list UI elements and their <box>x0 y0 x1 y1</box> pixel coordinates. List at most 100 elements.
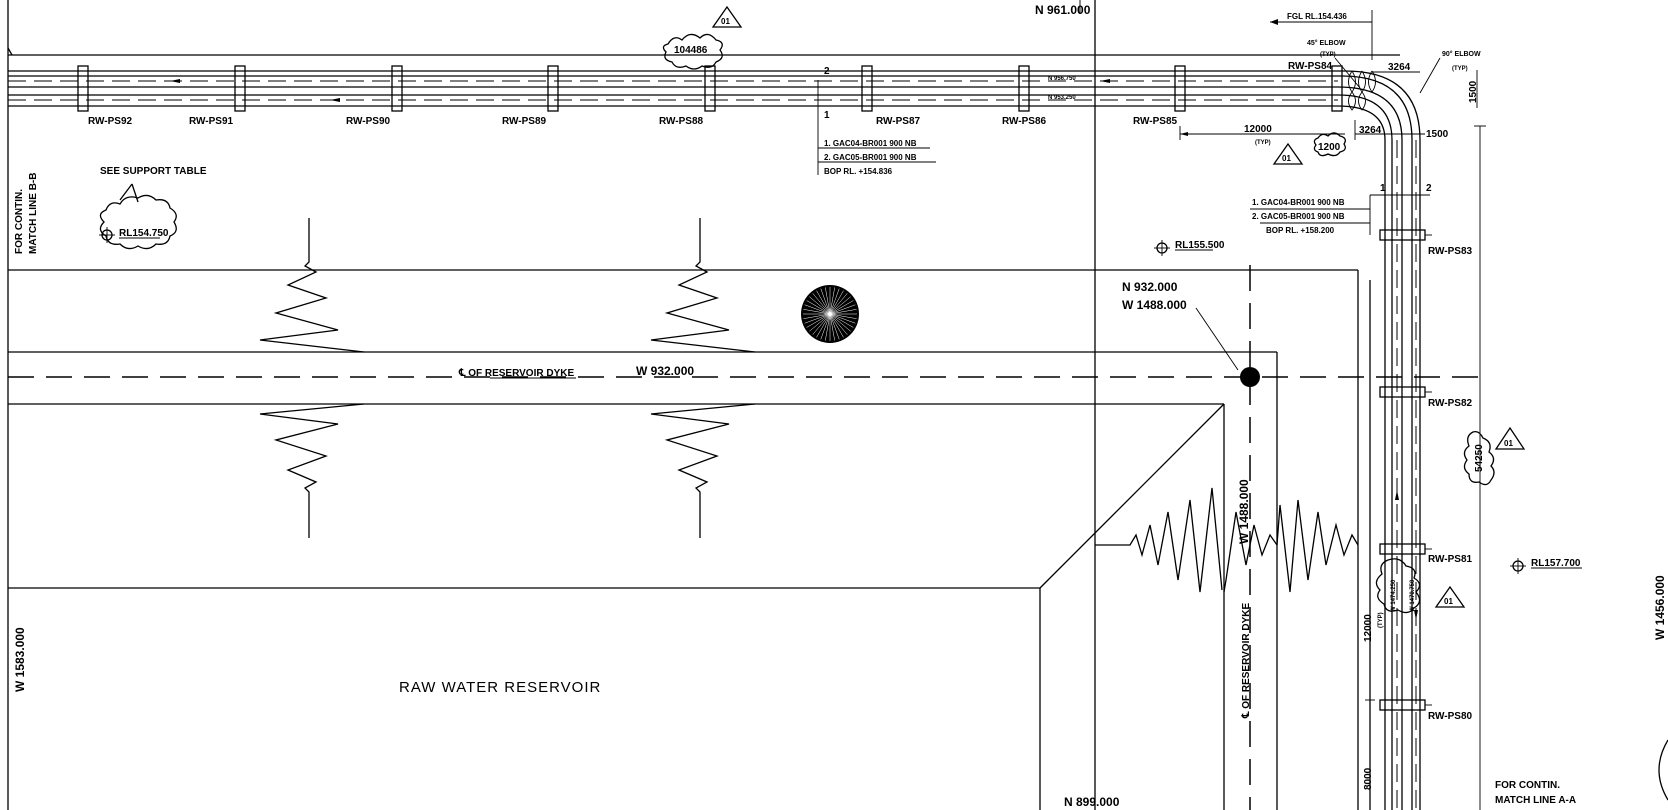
frame <box>7 0 1096 810</box>
support-labels-horizontal: RW-PS92 RW-PS91 RW-PS90 RW-PS89 RW-PS88 … <box>88 61 1333 127</box>
disc-ray <box>825 287 831 315</box>
supports-vertical <box>1379 229 1432 711</box>
svg-text:104486: 104486 <box>674 45 708 56</box>
svg-text:01: 01 <box>1504 439 1513 448</box>
coord-node-w: W 1488.000 <box>1122 298 1187 312</box>
svg-text:1500: 1500 <box>1426 129 1449 140</box>
svg-text:1: 1 <box>1380 183 1386 194</box>
support-label: RW-PS84 <box>1288 61 1333 72</box>
coordinate-labels: N 961.000 N 899.000 N 932.000 W 1488.000… <box>13 3 1667 809</box>
disc-ray <box>829 313 835 341</box>
svg-text:1: 1 <box>824 110 830 121</box>
svg-text:01: 01 <box>1444 597 1453 606</box>
disc-ray <box>806 300 831 315</box>
dyke-centerline <box>8 265 1478 810</box>
coord-w-vertical: W 1488.000 <box>1237 479 1251 544</box>
rl-left-label: RL154.750 <box>119 228 169 239</box>
disc-ray <box>829 313 848 335</box>
coord-w-centerline: W 932.000 <box>636 364 694 378</box>
rl-right-label: RL157.700 <box>1531 558 1581 569</box>
disc-ray <box>829 313 854 328</box>
svg-text:1. GAC04-BR001 900 NB: 1. GAC04-BR001 900 NB <box>824 139 917 148</box>
svg-text:W 1474.250: W 1474.250 <box>1391 579 1397 612</box>
svg-text:3264: 3264 <box>1388 62 1411 73</box>
elbow-annotations: FGL RL.154.436 45° ELBOW (TYP) 90° ELBOW… <box>1270 10 1481 94</box>
support-label: RW-PS81 <box>1428 554 1473 565</box>
svg-text:(TYP): (TYP) <box>1378 612 1384 628</box>
disc-ray <box>812 313 831 335</box>
svg-text:2. GAC05-BR001 900 NB: 2. GAC05-BR001 900 NB <box>824 153 917 162</box>
disc-ray <box>809 296 831 315</box>
svg-text:01: 01 <box>1282 154 1291 163</box>
svg-text:90° ELBOW: 90° ELBOW <box>1442 50 1481 58</box>
disc-ray <box>804 304 831 315</box>
svg-text:(TYP): (TYP) <box>1320 52 1336 58</box>
support-label: RW-PS83 <box>1428 246 1473 257</box>
svg-text:2: 2 <box>1426 183 1432 194</box>
svg-text:FOR CONTIN.: FOR CONTIN. <box>14 189 25 254</box>
disc-ray <box>803 309 831 315</box>
svg-text:2. GAC05-BR001 900 NB: 2. GAC05-BR001 900 NB <box>1252 212 1345 221</box>
revision-clouds: 104486 1200 54250 <box>99 33 1495 614</box>
svg-text:1. GAC04-BR001 900 NB: 1. GAC04-BR001 900 NB <box>1252 198 1345 207</box>
supports-horizontal <box>77 65 1343 112</box>
disc-ray <box>812 293 831 315</box>
svg-text:12000: 12000 <box>1244 124 1272 135</box>
svg-text:BOP RL. +158.200: BOP RL. +158.200 <box>1266 226 1335 235</box>
svg-text:(TYP): (TYP) <box>1255 140 1271 146</box>
support-note: SEE SUPPORT TABLE <box>100 166 207 177</box>
svg-text:BOP RL. +154.836: BOP RL. +154.836 <box>824 167 893 176</box>
svg-text:2: 2 <box>824 66 830 77</box>
support-label: RW-PS90 <box>346 116 391 127</box>
pipe-elbows <box>1337 70 1421 141</box>
disc-ray <box>829 304 856 315</box>
disc-ray <box>829 296 851 315</box>
disc-ray <box>820 313 831 340</box>
coord-node-n: N 932.000 <box>1122 280 1178 294</box>
disc-ray <box>829 313 856 324</box>
dyke-labels: ℄ OF RESERVOIR DYKE ℄ OF RESERVOIR DYKE <box>458 368 1252 719</box>
coord-w-right: W 1456.000 <box>1653 575 1667 640</box>
support-label: RW-PS86 <box>1002 116 1047 127</box>
svg-text:N 956.750: N 956.750 <box>1048 76 1076 82</box>
disc-ray <box>816 290 831 315</box>
disc-ray <box>820 288 831 315</box>
edge-arc <box>1658 739 1668 801</box>
pipe-tag-vertical: 1 2 1. GAC04-BR001 900 NB 2. GAC05-BR001… <box>1250 183 1432 235</box>
svg-text:12000: 12000 <box>1363 614 1374 642</box>
disc-ray <box>829 313 840 340</box>
coord-n-top: N 961.000 <box>1035 3 1091 17</box>
pipe-small-labels: N 956.750 N 953.250 W 1474.250 W 1470.75… <box>1048 76 1416 612</box>
pipe-rack-horizontal <box>8 70 1345 107</box>
match-line-left: FOR CONTIN. MATCH LINE B-B <box>14 173 39 254</box>
disc-ray <box>804 313 831 324</box>
svg-text:MATCH LINE A-A: MATCH LINE A-A <box>1495 795 1576 806</box>
slope-symbols <box>259 218 1359 593</box>
disc-ray <box>829 309 857 315</box>
disc-ray <box>829 300 854 315</box>
support-label: RW-PS91 <box>189 116 234 127</box>
support-label: RW-PS89 <box>502 116 547 127</box>
support-label: RW-PS92 <box>88 116 133 127</box>
boundary-lines <box>7 47 1400 56</box>
svg-text:(TYP): (TYP) <box>1452 66 1468 72</box>
support-label: RW-PS80 <box>1428 711 1473 722</box>
match-line-right: FOR CONTIN. MATCH LINE A-A <box>1495 780 1576 806</box>
disc-ray <box>809 313 831 332</box>
svg-text:54250: 54250 <box>1474 444 1485 472</box>
coord-w-left: W 1583.000 <box>13 627 27 692</box>
disc-ray <box>829 313 857 319</box>
disc-ray <box>829 287 835 315</box>
svg-text:FGL RL.154.436: FGL RL.154.436 <box>1287 12 1347 21</box>
support-label: RW-PS82 <box>1428 398 1473 409</box>
support-label: RW-PS88 <box>659 116 704 127</box>
pump-disc <box>801 285 859 343</box>
disc-ray <box>825 313 831 341</box>
svg-text:N 953.250: N 953.250 <box>1048 95 1076 101</box>
disc-ray <box>803 313 831 319</box>
disc-ray <box>806 313 831 328</box>
dyke-label-v: ℄ OF RESERVOIR DYKE <box>1241 603 1252 719</box>
reservoir-outline <box>8 269 1359 810</box>
support-label: RW-PS85 <box>1133 116 1178 127</box>
